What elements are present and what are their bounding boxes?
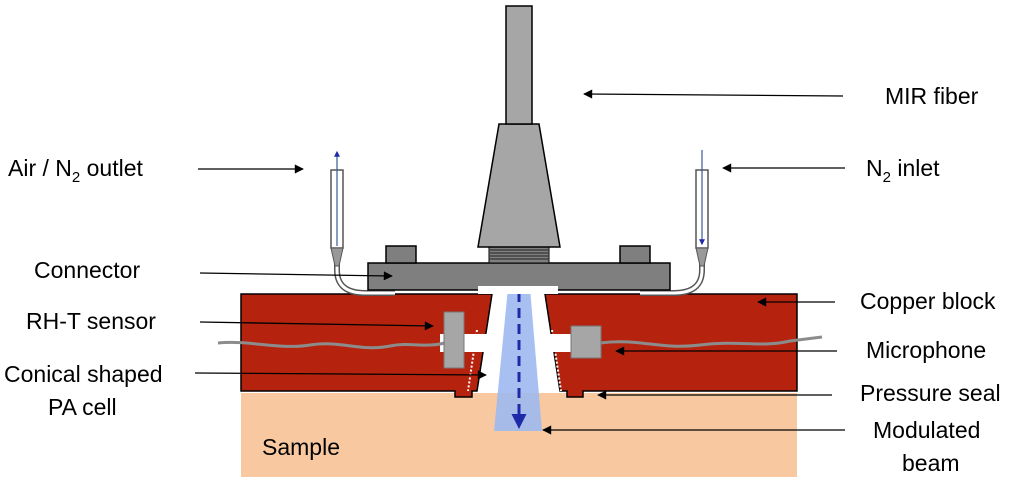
label-rh-t-sensor: RH-T sensor — [26, 308, 156, 334]
label-microphone: Microphone — [866, 337, 986, 363]
connector-bolt-left — [385, 245, 417, 264]
inlet-tube-tip — [695, 247, 709, 267]
pointer-rh-t-sensor — [199, 321, 434, 331]
inlet-tube-inner — [640, 248, 704, 295]
microphone-channel — [548, 334, 572, 352]
copper-block-left — [240, 293, 493, 398]
pointer-connector — [199, 271, 393, 281]
fiber-thread — [488, 246, 550, 264]
pointer-mir-fiber — [583, 89, 844, 99]
fiber-shaft — [505, 5, 533, 125]
label-conical-line2: PA cell — [48, 394, 117, 420]
label-pressure-seal: Pressure seal — [860, 380, 1001, 406]
label-n2-inlet: N2 inlet — [866, 155, 940, 186]
label-modulated-line1: Modulated — [873, 417, 980, 443]
label-copper-block: Copper block — [860, 288, 996, 314]
connector-aperture — [478, 286, 558, 294]
sensor-cable — [217, 340, 446, 350]
outlet-tube-tip — [330, 247, 344, 267]
rh-t-sensor — [443, 311, 465, 369]
label-modulated-line2: beam — [902, 450, 960, 476]
label-sample: Sample — [262, 434, 340, 460]
thread-lines — [490, 249, 548, 260]
label-connector: Connector — [34, 257, 140, 283]
connector-plate — [367, 262, 671, 291]
label-conical-line1: Conical shaped — [4, 361, 163, 387]
label-air-outlet: Air / N2 outlet — [8, 155, 143, 186]
label-mir-fiber: MIR fiber — [885, 83, 979, 109]
microphone-cable — [599, 335, 823, 348]
connector-bolt-right — [619, 245, 651, 264]
fiber-cone — [477, 123, 561, 248]
microphone — [570, 325, 602, 359]
outlet-tube-inner — [335, 248, 395, 295]
pointer-conical-cell — [194, 370, 487, 380]
